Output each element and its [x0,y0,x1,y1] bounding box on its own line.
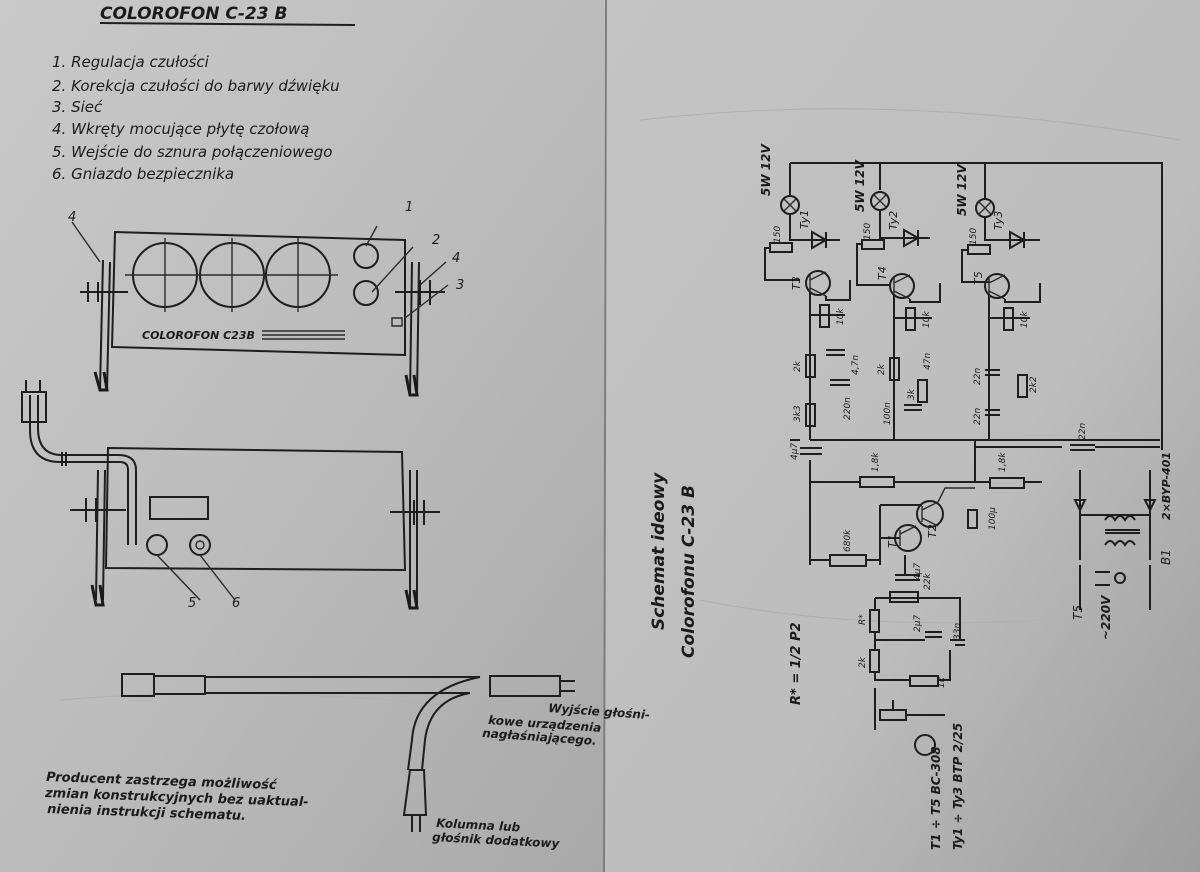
resistor-label: 22k [923,573,933,590]
circuit-schematic [764,162,1163,756]
left-title: COLOROFON C-23 B [100,4,287,24]
sensitivity-knob [353,243,379,269]
transistor-label-t3: T3 [790,276,803,290]
callout-6: 6 [232,596,240,611]
lamp-label-3: 5W 12V [955,163,969,216]
parts-list-transistors: T1 ÷ T5 BC-308 [929,746,943,850]
front-view-drawing: COLOROFON C23B 4 1 2 4 3 [68,200,464,397]
transformer [1104,515,1136,547]
lamp-label-2: 5W 12V [853,159,867,212]
fuse [1114,572,1126,584]
resistor-label: R* [858,614,868,625]
resistor-label: 1k [937,676,947,688]
callout-4: 4 [68,210,76,225]
page-fold [603,0,607,872]
disclaimer-line3: nienia instrukcji schematu. [47,802,246,824]
resistor-2k-2 [889,357,900,381]
resistor-2k-1 [805,354,816,378]
resistor-label: 150 [773,226,783,243]
capacitor-label: 47n [923,353,933,370]
callout-3: 3 [456,278,464,293]
legend-list: 1. Regulacja czułości 2. Korekcja czułoś… [52,53,340,183]
speaker-note-line1: Kolumna lub [436,816,521,834]
diodes-label: 2×BYP-401 [1160,452,1173,520]
right-page-background [604,0,1200,872]
transistor-label-t4: T4 [876,266,889,280]
rear-view-drawing: 5 6 [21,380,440,611]
legend-item: 5. Wejście do sznura połączeniowego [52,143,332,161]
resistor-3k3 [805,403,816,427]
resistor-label: 680k [843,529,853,552]
thyristor-label-2: Ty2 [887,211,900,230]
resistor-label: 3k3 [793,405,803,422]
schematic-title-line2: Colorofonu C-23 B [679,485,699,658]
capacitor-label: 100n [883,402,893,425]
capacitor-label: 22n [973,408,983,425]
resistor-label: 2k [858,656,868,668]
r-star-formula: R* = 1/2 P2 [789,622,804,705]
title-underline [99,22,356,26]
transformer-label: T5 [1071,605,1085,620]
transistor-label-t1: T1 [886,534,899,548]
capacitor-label: 22n [973,368,983,385]
rear-label-plate [149,496,209,520]
resistor-2k2 [1017,374,1028,398]
thyristor-label-1: Ty1 [798,210,811,229]
schematic-title-line1: Schemat ideowy [649,472,669,630]
legend-item: 3. Sieć [52,98,103,116]
capacitor-label: 100μ [988,507,998,530]
transistor-t2 [916,500,944,528]
resistor-label: 1,8k [998,452,1008,472]
connection-cable-drawing [121,673,575,832]
callout-4b: 4 [452,251,460,266]
capacitor-label: 2μ7 [913,615,923,632]
resistor-3k [917,379,928,403]
legend-item: 6. Gniazdo bezpiecznika [52,165,234,183]
resistor-label: 2k [793,360,803,372]
input-jack [914,734,936,756]
legend-item: 4. Wkręty mocujące płytę czołową [52,120,310,138]
resistor-label: 150 [863,223,873,240]
resistor-label: 1,8k [871,452,881,472]
resistor-label: 3k [907,388,917,400]
tone-knob [353,280,379,306]
resistor-label: 10k [1020,311,1030,328]
mains-label: ~220V [1099,594,1113,640]
resistor-label: 10k [836,308,846,325]
resistor-label: 150 [969,228,979,245]
callout-1: 1 [405,200,413,215]
callout-5: 5 [188,596,196,611]
left-page-background [0,0,604,872]
front-panel-label: COLOROFON C23B [142,329,255,342]
fuse-label: B1 [1159,549,1173,565]
capacitor-label: 22n [1078,423,1088,440]
capacitor-label: 4,7n [851,355,861,375]
schematic-labels: 5W 12V 5W 12V 5W 12V Ty1 Ty2 Ty3 T2 T1 T… [759,143,1173,850]
thyristor-label-3: Ty3 [992,211,1005,230]
resistor-label: 2k2 [1029,376,1039,393]
legend-item: 2. Korekcja czułości do barwy dźwięku [52,77,340,95]
transistor-label-t2: T2 [926,524,939,538]
parts-list-thyristors: Ty1 ÷ Ty3 BTP 2/25 [951,723,965,850]
capacitor-label: 4μ7 [913,563,923,580]
callout-2: 2 [432,233,440,248]
transistor-label-t5: T5 [972,271,985,285]
transistor-t3 [805,270,831,296]
cap-100u [967,509,978,529]
transistor-t4 [889,273,915,299]
capacitor-label: 220n [843,397,853,420]
transistor-t5 [984,273,1010,299]
speaker-note-line2: głośnik dodatkowy [432,830,561,851]
capacitor-label: 4μ7 [790,443,800,460]
legend-item: 1. Regulacja czułości [52,53,210,71]
resistor-label: 2k [877,363,887,375]
potentiometer-p1 [889,591,919,603]
resistor-label: 10k [922,311,932,328]
lamp-label-1: 5W 12V [759,143,773,196]
capacitor-label: 33n [953,623,963,640]
